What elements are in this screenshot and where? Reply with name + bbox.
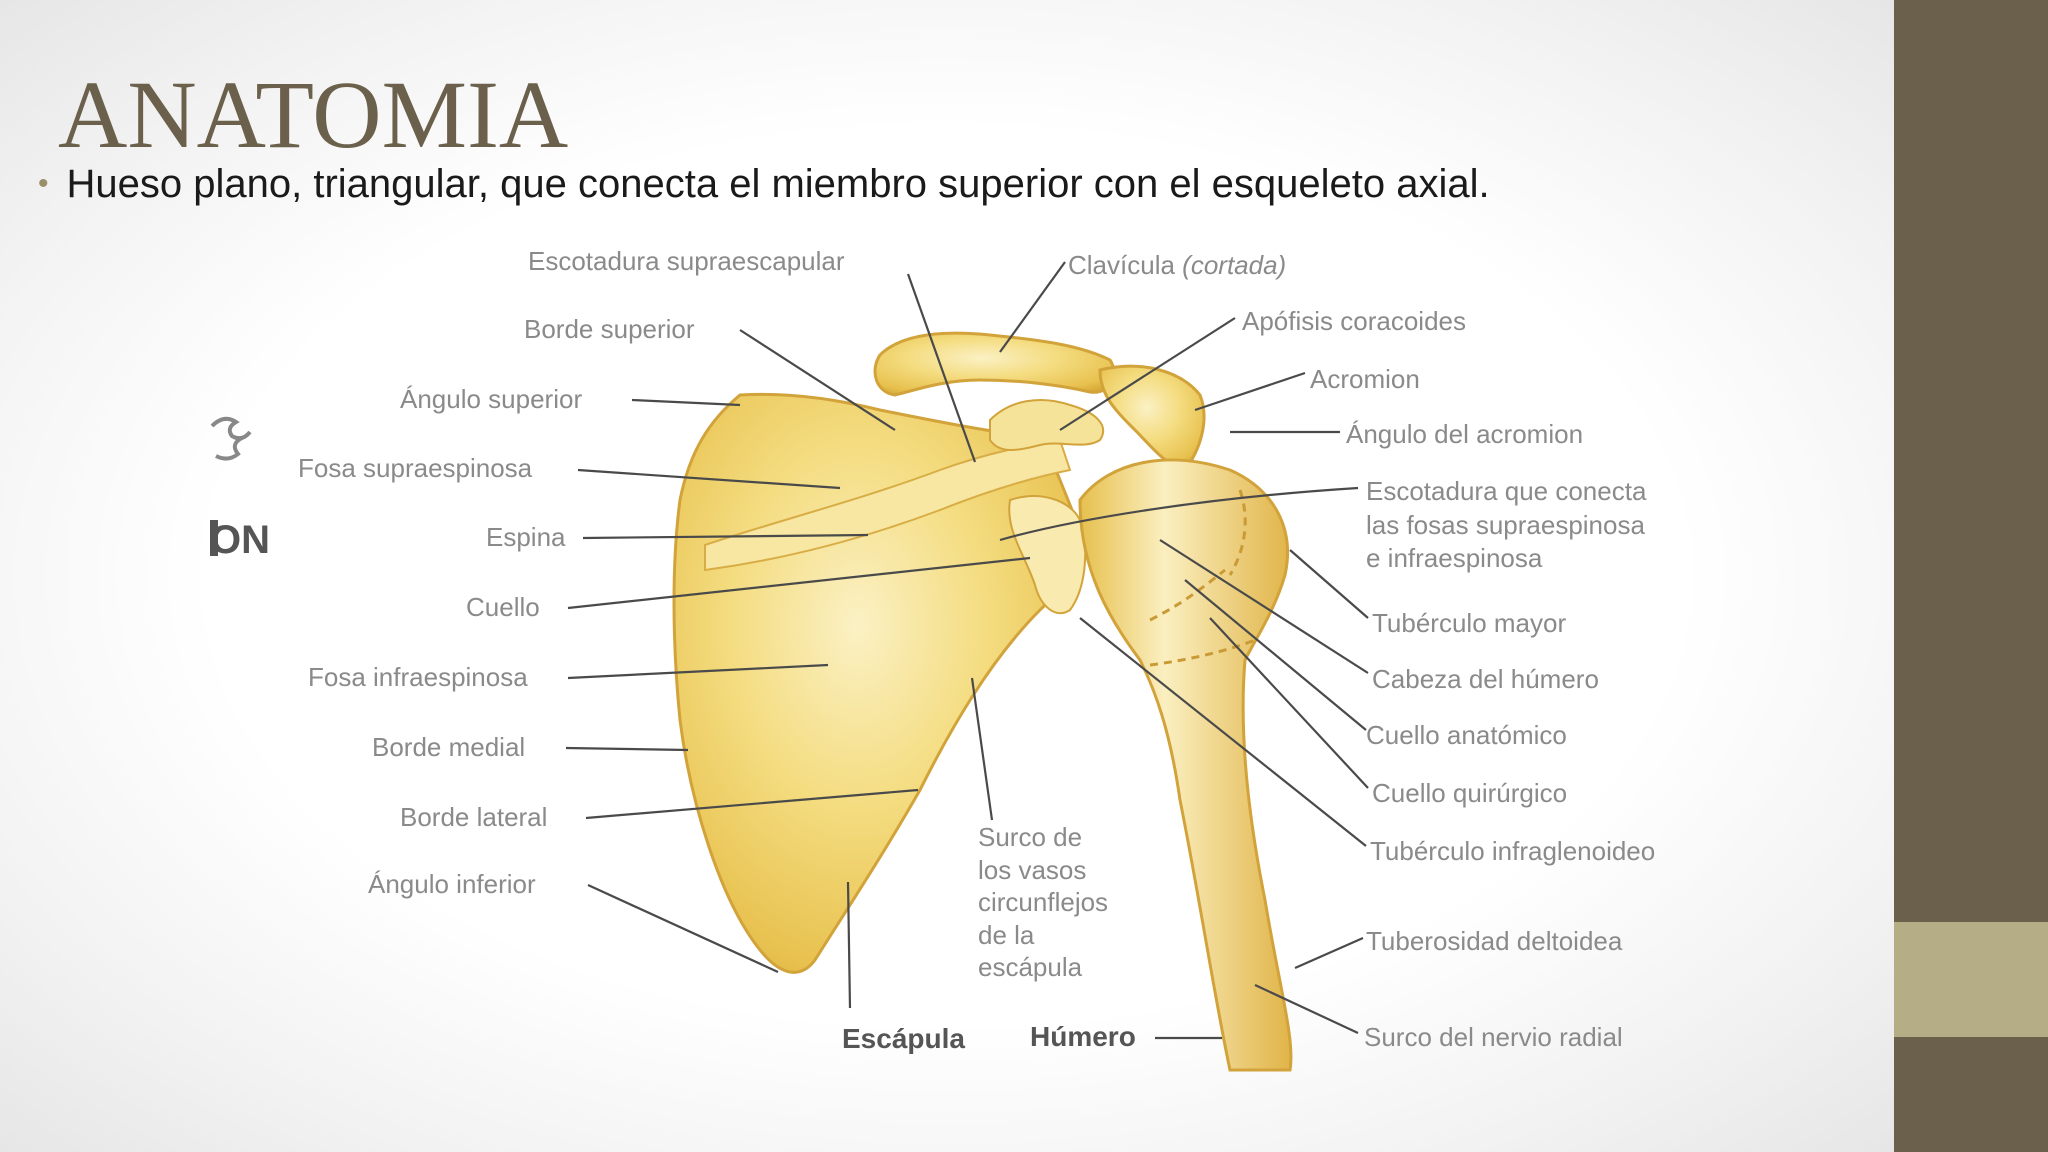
label-surco-3: circunflejos (978, 887, 1108, 917)
label-angulo-acromion: Ángulo del acromion (1346, 419, 1583, 449)
label-angulo-inferior: Ángulo inferior (368, 869, 536, 899)
label-surco-2: los vasos (978, 855, 1086, 885)
label-humero: Húmero (1030, 1021, 1136, 1052)
label-tuberculo-mayor: Tubérculo mayor (1372, 608, 1566, 638)
label-borde-lateral: Borde lateral (400, 802, 547, 832)
label-escotadura-supraescapular: Escotadura supraescapular (528, 246, 845, 276)
scapula-anatomy-diagram: ON (210, 246, 1655, 1072)
label-acromion: Acromion (1310, 364, 1420, 394)
label-fosa-infraespinosa: Fosa infraespinosa (308, 662, 528, 692)
sidebar-accent-light (1894, 922, 2048, 1037)
bullet-point: • Hueso plano, triangular, que conecta e… (38, 162, 1490, 207)
bullet-dot-icon: • (38, 167, 49, 200)
label-surco-5: escápula (978, 952, 1083, 982)
label-fosa-supraespinosa: Fosa supraespinosa (298, 453, 533, 483)
logo-text: ON (210, 518, 270, 562)
label-tuberculo-infraglenoideo: Tubérculo infraglenoideo (1370, 836, 1655, 866)
label-borde-superior: Borde superior (524, 314, 695, 344)
label-cabeza-humero: Cabeza del húmero (1372, 664, 1599, 694)
label-surco-4: de la (978, 920, 1035, 950)
label-surco-nervio-radial: Surco del nervio radial (1364, 1022, 1623, 1052)
label-borde-medial: Borde medial (372, 732, 525, 762)
label-escotadura-conecta-3: e infraespinosa (1366, 543, 1543, 573)
label-escapula: Escápula (842, 1023, 965, 1054)
label-escotadura-conecta-1: Escotadura que conecta (1366, 476, 1647, 506)
label-tuberosidad-deltoidea: Tuberosidad deltoidea (1366, 926, 1623, 956)
sidebar-accent-dark-bottom (1894, 1037, 2048, 1152)
scapula-illustration (672, 331, 1293, 1072)
sidebar-accent-dark (1894, 0, 2048, 922)
slide-title: ANATOMIA (58, 61, 569, 168)
label-surco-1: Surco de (978, 822, 1082, 852)
label-espina: Espina (486, 522, 566, 552)
label-clavicula: Clavícula (cortada) (1068, 250, 1286, 280)
label-cuello-anatomico: Cuello anatómico (1366, 720, 1567, 750)
leader-lines (565, 261, 1369, 1040)
label-escotadura-conecta-2: las fosas supraespinosa (1366, 510, 1645, 540)
label-cuello: Cuello (466, 592, 540, 622)
label-angulo-superior: Ángulo superior (400, 384, 582, 414)
anatomy-labels: Escotadura supraescapular Clavícula (cor… (298, 246, 1655, 1054)
bullet-text: Hueso plano, triangular, que conecta el … (66, 162, 1490, 206)
netter-logo: ON (210, 416, 270, 562)
label-cuello-quirurgico: Cuello quirúrgico (1372, 778, 1567, 808)
label-apofisis-coracoides: Apófisis coracoides (1242, 306, 1466, 336)
